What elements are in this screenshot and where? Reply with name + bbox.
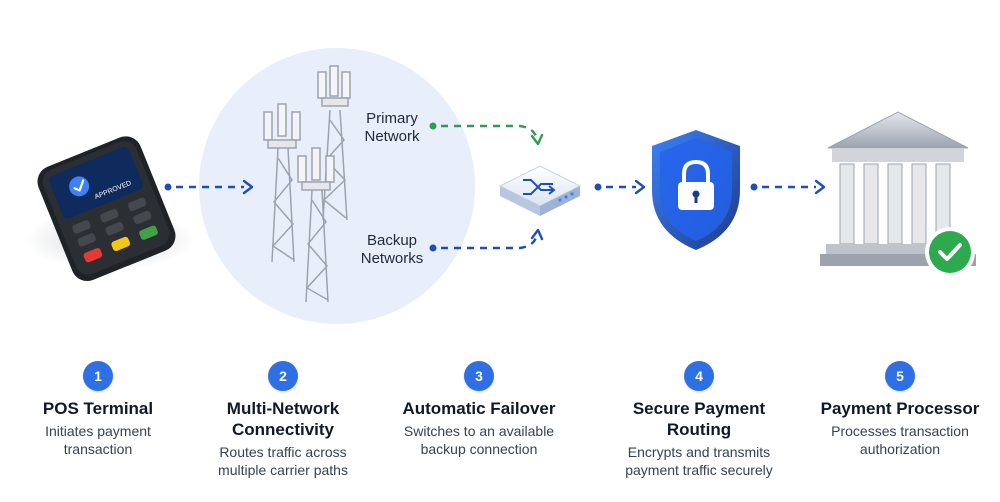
arrow-router-to-shield [594, 179, 646, 195]
cell-tower-icon [263, 65, 351, 303]
arrow-shield-to-processor [750, 179, 826, 195]
step-5-badge: 5 [885, 361, 915, 391]
step-4-badge: 4 [684, 361, 714, 391]
arrow-terminal-to-network [164, 179, 254, 195]
check-badge-icon [925, 227, 975, 277]
step-2-badge: 2 [268, 361, 298, 391]
step-5-title: Payment Processor [820, 399, 980, 418]
shield-lock-icon [652, 130, 740, 250]
bank-building-icon [820, 111, 976, 266]
step-3-title: Automatic Failover [402, 399, 556, 418]
failover-router-icon [498, 165, 582, 216]
primary-network-link [429, 122, 544, 146]
step-3-badge: 3 [464, 361, 494, 391]
step-1-title: POS Terminal [42, 399, 154, 418]
pos-terminal-icon: APPROVED [25, 136, 195, 282]
step-1-badge: 1 [83, 361, 113, 391]
backup-network-link [429, 228, 544, 252]
